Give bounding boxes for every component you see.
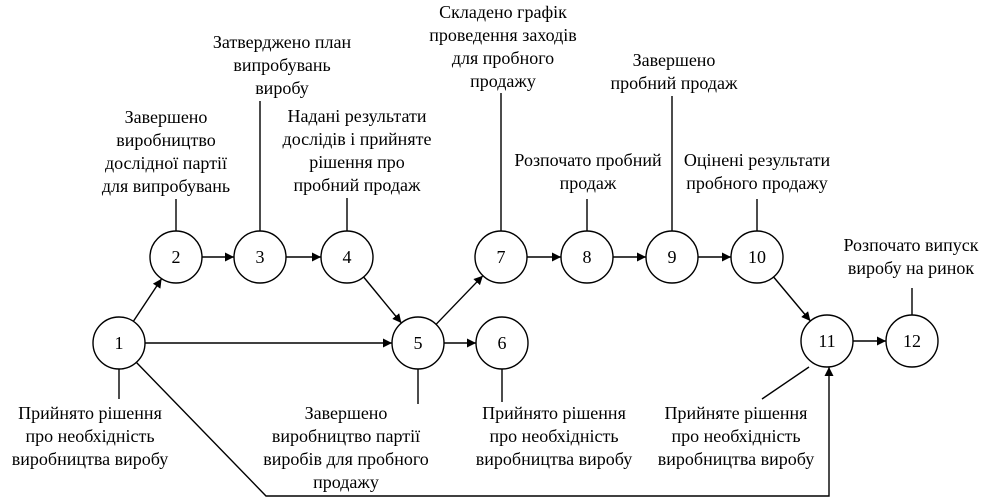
caption-e2-line-2: виробництво xyxy=(116,130,215,150)
node-9: 9 xyxy=(645,230,699,284)
node-10-label: 10 xyxy=(748,247,766,267)
node-7-circle xyxy=(474,230,528,284)
node-7-label: 7 xyxy=(497,247,506,267)
node-8-label: 8 xyxy=(583,247,592,267)
node-8-circle xyxy=(560,230,614,284)
caption-e10-line-2: пробного продажу xyxy=(686,173,828,193)
node-3: 3 xyxy=(233,230,287,284)
node-2: 2 xyxy=(149,230,203,284)
caption-e7-line-3: для пробного xyxy=(452,48,554,68)
caption-e3-line-2: випробувань xyxy=(233,55,330,75)
caption-e11-line-1: Прийняте рішення xyxy=(665,403,808,423)
node-11-circle xyxy=(800,314,854,368)
node-4-circle xyxy=(320,230,374,284)
node-11: 11 xyxy=(800,314,854,368)
caption-e8-line-1: Розпочато пробний xyxy=(514,150,662,170)
caption-e2-line-1: Завершено xyxy=(125,107,208,127)
node-5-circle xyxy=(391,316,445,370)
caption-e9: Завершено пробний продаж xyxy=(611,50,738,93)
edge-1-11 xyxy=(135,361,834,497)
node-6-circle xyxy=(475,316,529,370)
caption-e9-line-2: пробний продаж xyxy=(611,73,738,93)
caption-e1-line-3: виробництва виробу xyxy=(12,449,168,469)
caption-e7-line-1: Складено графік xyxy=(439,2,567,22)
caption-e6-line-3: виробництва виробу xyxy=(476,449,632,469)
node-12-label: 12 xyxy=(903,331,921,351)
caption-e5-line-4: продажу xyxy=(313,472,379,492)
caption-e11-line-3: виробництва виробу xyxy=(658,449,814,469)
leader-lines-layer xyxy=(118,93,913,404)
node-1: 1 xyxy=(92,316,146,370)
edge-10-11 xyxy=(773,276,811,322)
node-2-label: 2 xyxy=(172,247,181,267)
node-5-label: 5 xyxy=(414,333,423,353)
caption-e10: Оцінені результати пробного продажу xyxy=(684,150,831,193)
node-8: 8 xyxy=(560,230,614,284)
caption-e7-line-2: проведення заходів xyxy=(429,25,577,45)
leader-line-e11 xyxy=(761,366,810,400)
caption-e1-line-1: Прийнято рішення xyxy=(18,403,162,423)
caption-e5-line-3: виробів для пробного xyxy=(263,449,429,469)
caption-e4-line-4: пробний продаж xyxy=(294,175,421,195)
caption-e1-line-2: про необхідність xyxy=(25,426,154,446)
edge-1-2 xyxy=(132,278,163,322)
node-7: 7 xyxy=(474,230,528,284)
caption-e12: Розпочато випуск виробу на ринок xyxy=(843,235,978,278)
captions-layer: Прийнято рішення про необхідність виробниц… xyxy=(12,2,979,492)
caption-e6-line-1: Прийнято рішення xyxy=(482,403,626,423)
caption-e2-line-4: для випробувань xyxy=(102,176,230,196)
caption-e4-line-1: Надані результати xyxy=(287,106,426,126)
node-2-circle xyxy=(149,230,203,284)
caption-e11: Прийняте рішення про необхідність виробниц… xyxy=(658,403,814,469)
caption-e3-line-3: виробу xyxy=(255,78,309,98)
caption-e4-line-2: дослідів і прийняте xyxy=(283,129,432,149)
caption-e9-line-1: Завершено xyxy=(633,50,716,70)
caption-e6-line-2: про необхідність xyxy=(489,426,618,446)
caption-e5-line-1: Завершено xyxy=(305,403,388,423)
caption-e12-line-1: Розпочато випуск xyxy=(843,235,978,255)
caption-e5: Завершено виробництво партії виробів для п… xyxy=(263,403,429,492)
caption-e8: Розпочато пробний продаж xyxy=(514,150,662,193)
caption-e5-line-2: виробництво партії xyxy=(272,426,420,446)
caption-e3-line-1: Затверджено план xyxy=(213,32,352,52)
node-12-circle xyxy=(885,314,939,368)
node-5: 5 xyxy=(391,316,445,370)
node-1-circle xyxy=(92,316,146,370)
node-9-circle xyxy=(645,230,699,284)
node-4: 4 xyxy=(320,230,374,284)
caption-e3: Затверджено план випробувань виробу xyxy=(213,32,352,98)
edge-5-7 xyxy=(435,275,484,325)
node-10: 10 xyxy=(730,230,784,284)
node-10-circle xyxy=(730,230,784,284)
caption-e1: Прийнято рішення про необхідність виробниц… xyxy=(12,403,168,469)
node-6: 6 xyxy=(475,316,529,370)
node-3-label: 3 xyxy=(256,247,265,267)
caption-e10-line-1: Оцінені результати xyxy=(684,150,831,170)
caption-e2: Завершено виробництво дослідної партії для … xyxy=(102,107,230,196)
caption-e2-line-3: дослідної партії xyxy=(105,153,227,173)
edge-4-5 xyxy=(363,276,402,324)
node-1-label: 1 xyxy=(115,333,124,353)
caption-e4: Надані результати дослідів і прийняте ріше… xyxy=(283,106,432,195)
caption-e7-line-4: продажу xyxy=(470,71,536,91)
caption-e4-line-3: рішення про xyxy=(309,152,405,172)
node-6-label: 6 xyxy=(498,333,507,353)
node-4-label: 4 xyxy=(343,247,352,267)
caption-e8-line-2: продаж xyxy=(560,173,617,193)
caption-e12-line-2: виробу на ринок xyxy=(848,258,974,278)
node-9-label: 9 xyxy=(668,247,677,267)
caption-e6: Прийнято рішення про необхідність виробниц… xyxy=(476,403,632,469)
node-3-circle xyxy=(233,230,287,284)
caption-e7: Складено графік проведення заходів для про… xyxy=(429,2,577,91)
node-12: 12 xyxy=(885,314,939,368)
edges-layer xyxy=(132,252,886,497)
node-11-label: 11 xyxy=(818,331,835,351)
caption-e11-line-2: про необхідність xyxy=(671,426,800,446)
